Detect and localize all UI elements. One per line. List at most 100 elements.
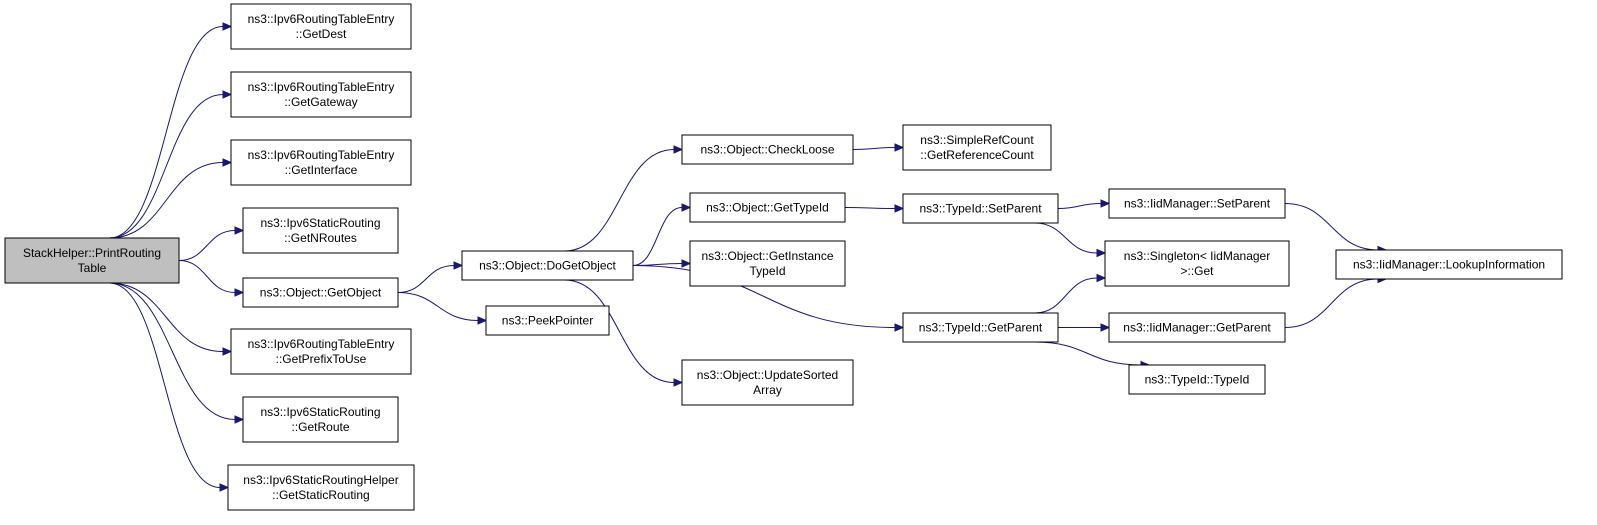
node-box: [230, 3, 412, 50]
node-label: Array: [753, 383, 782, 397]
edge-root-to-getnroutes: [178, 226, 245, 261]
node-label: ns3::Object::GetInstance: [701, 249, 833, 263]
node-label: ns3::Object::CheckLoose: [700, 143, 834, 157]
node-box: [4, 237, 180, 284]
node-box: [461, 250, 634, 281]
edge-root-to-getdest: [109, 22, 233, 239]
node-box: [689, 192, 846, 223]
node-label: StackHelper::PrintRouting: [23, 246, 161, 260]
node-getroute[interactable]: ns3::Ipv6StaticRouting::GetRoute: [242, 396, 399, 443]
edge-line: [1034, 222, 1098, 254]
node-getstaticrouting[interactable]: ns3::Ipv6StaticRoutingHelper::GetStaticR…: [227, 464, 415, 511]
node-label: >::Get: [1180, 264, 1214, 278]
node-box: [689, 240, 846, 287]
node-typeid_getparent[interactable]: ns3::TypeId::GetParent: [902, 312, 1059, 343]
node-singleton_get[interactable]: ns3::Singleton< IidManager>::Get: [1104, 240, 1290, 287]
node-getobject[interactable]: ns3::Object::GetObject: [242, 277, 399, 308]
edge-line: [844, 207, 896, 209]
node-label: ::GetInterface: [285, 163, 358, 177]
edge-line: [1057, 203, 1102, 209]
node-box: [485, 305, 610, 336]
edge-root-to-getprefixtouse: [109, 282, 233, 356]
node-typeid_typeid[interactable]: ns3::TypeId::TypeId: [1128, 364, 1266, 395]
node-gettypeid[interactable]: ns3::Object::GetTypeId: [689, 192, 846, 223]
node-getgateway[interactable]: ns3::Ipv6RoutingTableEntry::GetGateway: [230, 71, 412, 118]
edge-dogetobject-to-typeid_getparent: [632, 265, 905, 332]
arrowhead-icon: [222, 347, 233, 356]
arrowhead-icon: [477, 316, 488, 325]
arrowhead-icon: [1096, 248, 1107, 258]
arrowhead-icon: [673, 145, 684, 154]
edge-line: [109, 282, 236, 420]
edge-line: [1284, 278, 1379, 328]
node-box: [681, 134, 854, 165]
node-box: [681, 359, 854, 406]
arrowhead-icon: [453, 261, 464, 270]
edge-line: [397, 292, 479, 321]
edge-line: [109, 282, 224, 352]
node-getnroutes[interactable]: ns3::Ipv6StaticRouting::GetNRoutes: [242, 207, 399, 254]
edge-line: [564, 149, 675, 252]
node-label: ns3::Object::GetTypeId: [706, 201, 829, 215]
node-box: [230, 139, 412, 186]
arrowhead-icon: [1100, 199, 1111, 208]
arrowhead-icon: [222, 22, 233, 31]
node-dogetobject[interactable]: ns3::Object::DoGetObject: [461, 250, 634, 281]
node-label: ns3::Ipv6RoutingTableEntry: [248, 337, 395, 351]
edge-gettypeid-to-typeid_setparent: [844, 204, 905, 213]
arrowhead-icon: [894, 143, 905, 152]
node-lookupinformation[interactable]: ns3::IidManager::LookupInformation: [1335, 249, 1563, 280]
edge-line: [632, 207, 683, 266]
edge-checkloose-to-getreferencecount: [852, 143, 905, 152]
node-box: [1108, 188, 1286, 219]
node-label: ns3::PeekPointer: [502, 314, 593, 328]
node-box: [902, 312, 1059, 343]
node-box: [242, 396, 399, 443]
node-label: ns3::SimpleRefCount: [920, 133, 1034, 147]
edge-iid_setparent-to-lookupinformation: [1284, 203, 1388, 255]
node-label: ns3::Object::GetObject: [260, 286, 382, 300]
arrowhead-icon: [1100, 323, 1111, 332]
node-label: ns3::Ipv6StaticRouting: [260, 216, 380, 230]
node-peekpointer[interactable]: ns3::PeekPointer: [485, 305, 610, 336]
node-label: ns3::Ipv6RoutingTableEntry: [248, 148, 395, 162]
node-box: [242, 277, 399, 308]
edge-dogetobject-to-checkloose: [564, 145, 684, 252]
node-iid_setparent[interactable]: ns3::IidManager::SetParent: [1108, 188, 1286, 219]
node-typeid_setparent[interactable]: ns3::TypeId::SetParent: [902, 193, 1059, 224]
arrowhead-icon: [681, 259, 692, 268]
node-getdest[interactable]: ns3::Ipv6RoutingTableEntry::GetDest: [230, 3, 412, 50]
node-getinterface[interactable]: ns3::Ipv6RoutingTableEntry::GetInterface: [230, 139, 412, 186]
node-label: ns3::TypeId::SetParent: [919, 202, 1042, 216]
edge-line: [109, 94, 224, 239]
edge-line: [1284, 203, 1379, 251]
node-label: ::GetDest: [296, 27, 347, 41]
node-getprefixtouse[interactable]: ns3::Ipv6RoutingTableEntry::GetPrefixToU…: [230, 328, 412, 375]
edge-typeid_setparent-to-iid_setparent: [1057, 199, 1111, 209]
node-checkloose[interactable]: ns3::Object::CheckLoose: [681, 134, 854, 165]
node-label: ns3::IidManager::LookupInformation: [1353, 258, 1545, 272]
node-iid_getparent[interactable]: ns3::IidManager::GetParent: [1108, 312, 1286, 343]
arrowhead-icon: [1096, 273, 1107, 283]
node-box: [1335, 249, 1563, 280]
node-label: ::GetPrefixToUse: [276, 352, 367, 366]
node-box: [227, 464, 415, 511]
edge-root-to-getroute: [109, 282, 245, 424]
arrowhead-icon: [673, 378, 684, 387]
node-label: ns3::Ipv6StaticRouting: [260, 405, 380, 419]
node-label: ::GetGateway: [284, 95, 357, 109]
node-label: ::GetStaticRouting: [272, 488, 369, 502]
edge-line: [1034, 277, 1098, 314]
edge-line: [109, 26, 224, 239]
node-getreferencecount[interactable]: ns3::SimpleRefCount::GetReferenceCount: [902, 124, 1052, 171]
node-label: ::GetRoute: [291, 420, 349, 434]
node-label: ns3::TypeId::GetParent: [919, 321, 1043, 335]
node-label: ns3::Ipv6RoutingTableEntry: [248, 12, 395, 26]
arrowhead-icon: [234, 226, 245, 235]
edge-line: [178, 230, 236, 261]
node-box: [230, 328, 412, 375]
